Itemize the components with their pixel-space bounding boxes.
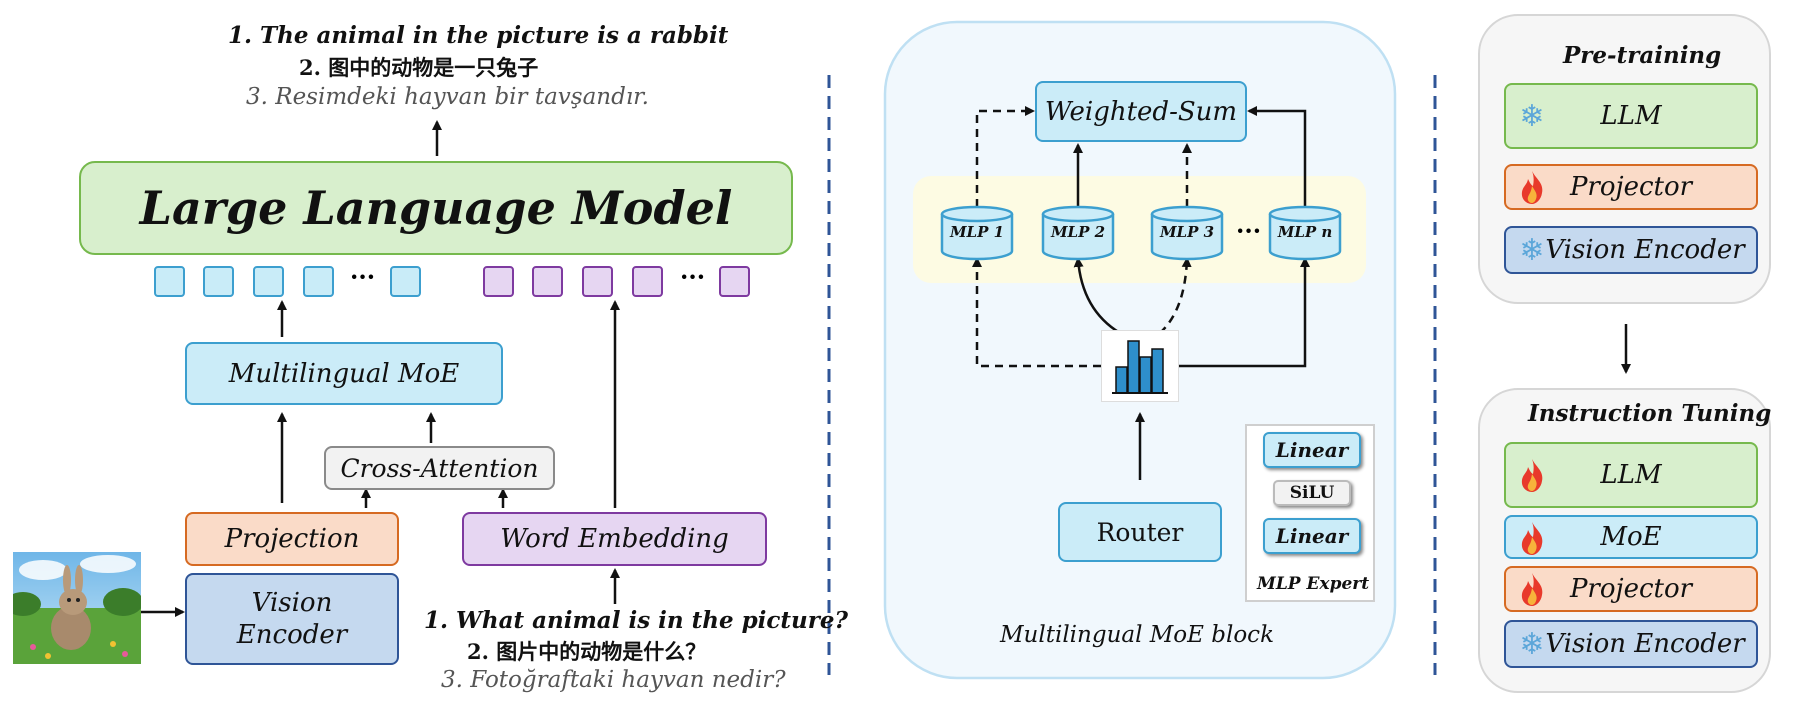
- instruction-tuning-title: Instruction Tuning: [1528, 400, 1772, 427]
- output-line-3: 3. Resimdeki hayvan bir tavşandır.: [246, 84, 649, 110]
- fire-icon: [1516, 454, 1548, 496]
- multilingual-moe-label: Multilingual MoE: [228, 358, 460, 389]
- text-token: [632, 266, 663, 297]
- linear-bottom-box: Linear: [1263, 518, 1361, 554]
- fire-icon: [1516, 166, 1548, 208]
- silu-box: SiLU: [1273, 480, 1351, 506]
- instruction-llm-label: LLM: [1600, 460, 1662, 490]
- visual-token: [253, 266, 284, 297]
- mlp-expert-n-label: MLP n: [1277, 223, 1333, 241]
- mlp-expert-detail: Linear SiLU Linear MLP Expert: [1245, 424, 1375, 602]
- pretraining-projector-box: Projector: [1504, 164, 1758, 210]
- linear-top-label: Linear: [1275, 438, 1349, 462]
- text-token: [483, 266, 514, 297]
- multilingual-moe-box: Multilingual MoE: [185, 342, 503, 405]
- rabbit-image-icon: [13, 552, 141, 664]
- text-token: [719, 266, 750, 297]
- instruction-vision-encoder-box: Vision Encoder: [1504, 620, 1758, 668]
- instruction-moe-box: MoE: [1504, 515, 1758, 559]
- instruction-projector-label: Projector: [1569, 574, 1693, 604]
- mlp-ellipsis: ···: [1236, 216, 1262, 245]
- pretraining-llm-label: LLM: [1600, 101, 1662, 131]
- mlp-expert-caption: MLP Expert: [1257, 574, 1370, 594]
- input-image: [13, 552, 141, 664]
- mlp-expert-3-label: MLP 3: [1159, 223, 1215, 241]
- input-line-2: 2. 图片中的动物是什么？: [467, 639, 707, 664]
- text-token-ellipsis: ···: [680, 262, 706, 291]
- pretraining-projector-label: Projector: [1569, 172, 1693, 202]
- input-line-1: 1. What animal is in the picture?: [424, 607, 848, 634]
- visual-token: [154, 266, 185, 297]
- cross-attention-box: Cross-Attention: [324, 446, 555, 490]
- mlp-expert-n: MLP n: [1268, 205, 1342, 261]
- visual-token: [303, 266, 334, 297]
- instruction-projector-box: Projector: [1504, 566, 1758, 612]
- word-embedding-box: Word Embedding: [462, 512, 767, 566]
- mlp-expert-1-label: MLP 1: [949, 223, 1005, 241]
- arrow-router-to-mlp3: [1159, 257, 1192, 334]
- gate-bar-chart-icon: [1101, 330, 1179, 402]
- visual-token-ellipsis: ···: [350, 262, 376, 291]
- pretraining-vision-encoder-label: Vision Encoder: [1545, 235, 1745, 265]
- linear-bottom-label: Linear: [1275, 524, 1349, 548]
- arrow-mlp1-to-sum: [975, 106, 1035, 207]
- arrow-router-to-mlp2: [1073, 257, 1121, 335]
- input-line-3: 3. Fotoğraftaki hayvan nedir?: [441, 667, 786, 693]
- text-token: [532, 266, 563, 297]
- weighted-sum-label: Weighted-Sum: [1044, 96, 1238, 127]
- snowflake-icon: ❄: [1519, 232, 1545, 268]
- snowflake-icon: ❄: [1519, 98, 1545, 134]
- projection-box: Projection: [185, 512, 399, 566]
- instruction-moe-label: MoE: [1600, 522, 1662, 552]
- moe-block-caption: Multilingual MoE block: [1000, 622, 1275, 648]
- silu-label: SiLU: [1289, 483, 1335, 503]
- mlp-expert-1: MLP 1: [940, 205, 1014, 261]
- cross-attention-label: Cross-Attention: [340, 453, 539, 483]
- arrow-mlpn-to-sum: [1247, 106, 1307, 207]
- output-line-1: 1. The animal in the picture is a rabbit: [228, 22, 729, 49]
- output-line-2: 2. 图中的动物是一只兔子: [299, 55, 539, 80]
- weighted-sum-box: Weighted-Sum: [1035, 81, 1247, 142]
- projection-label: Projection: [224, 524, 360, 554]
- instruction-llm-box: LLM: [1504, 442, 1758, 508]
- mlp-expert-3: MLP 3: [1150, 205, 1224, 261]
- experts-region: [913, 176, 1366, 283]
- vision-encoder-box: Vision Encoder: [185, 573, 399, 665]
- router-label: Router: [1096, 517, 1184, 547]
- instruction-vision-encoder-label: Vision Encoder: [1545, 629, 1745, 659]
- text-token: [582, 266, 613, 297]
- llm-label: Large Language Model: [139, 181, 733, 235]
- mlp-expert-2-label: MLP 2: [1050, 223, 1106, 241]
- visual-token: [203, 266, 234, 297]
- word-embedding-label: Word Embedding: [500, 524, 729, 554]
- mlp-expert-2: MLP 2: [1041, 205, 1115, 261]
- arrow-router-to-mlpn: [1179, 257, 1310, 368]
- linear-top-box: Linear: [1263, 432, 1361, 468]
- snowflake-icon: ❄: [1519, 626, 1545, 662]
- router-box: Router: [1058, 502, 1222, 562]
- vision-encoder-label: Vision Encoder: [236, 588, 348, 650]
- pretraining-vision-encoder-box: Vision Encoder: [1504, 226, 1758, 274]
- llm-box: Large Language Model: [79, 161, 793, 255]
- pretraining-title: Pre-training: [1563, 42, 1722, 69]
- fire-icon: [1516, 568, 1548, 610]
- pretraining-llm-box: LLM: [1504, 83, 1758, 149]
- fire-icon: [1516, 518, 1548, 558]
- visual-token: [390, 266, 421, 297]
